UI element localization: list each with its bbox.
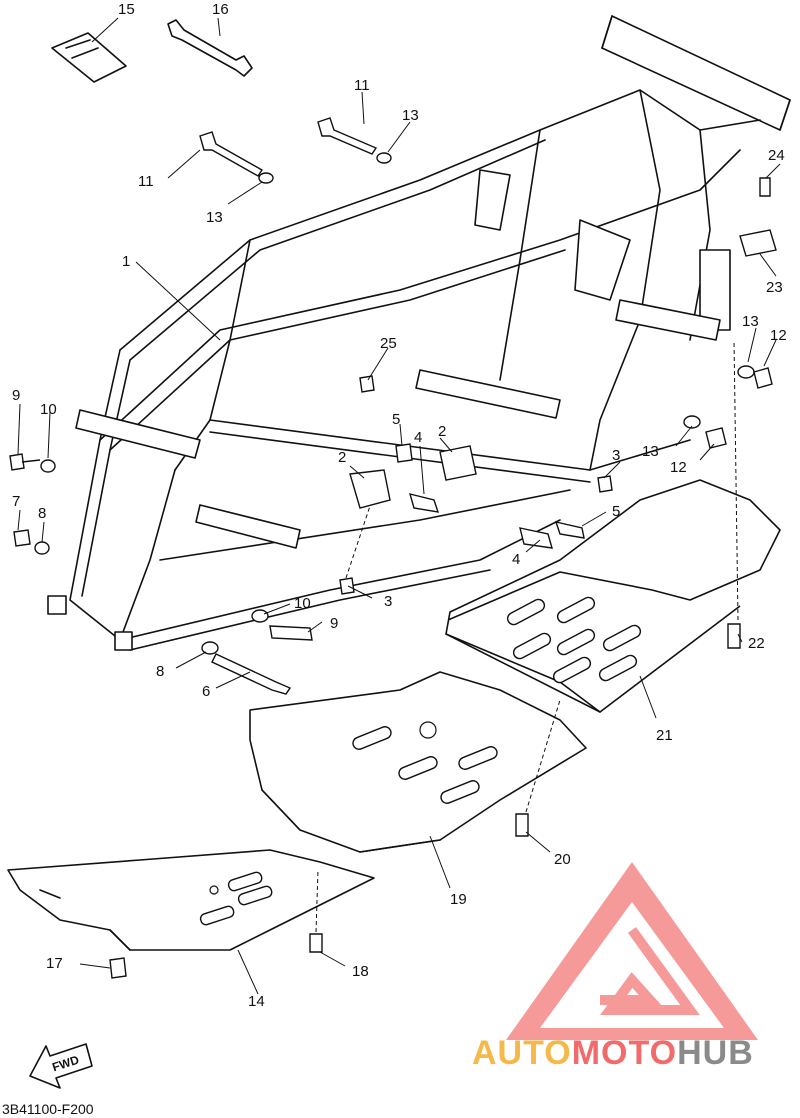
callout-13: 13 (742, 313, 759, 330)
fasteners (9, 117, 777, 979)
callout-12: 12 (670, 459, 687, 476)
callout-4: 4 (512, 551, 520, 568)
callout-23: 23 (766, 279, 783, 296)
part-21-slots (506, 596, 642, 684)
callout-5: 5 (612, 503, 620, 520)
part-16-slots (199, 871, 273, 926)
callout-2: 2 (438, 423, 446, 440)
logo-moto: MOTO (571, 1034, 678, 1072)
callout-21: 21 (656, 727, 673, 744)
callout-10: 10 (40, 401, 57, 418)
callout-20: 20 (554, 851, 571, 868)
callout-10: 10 (294, 595, 311, 612)
callout-11: 11 (138, 173, 154, 190)
callout-11: 11 (354, 77, 370, 94)
part-1-main-frame (47, 15, 791, 651)
logo-hub: HUB (677, 1034, 754, 1072)
callout-1: 1 (122, 253, 130, 270)
callout-8: 8 (38, 505, 46, 522)
part-19-slots (352, 721, 498, 804)
part-15-tool (167, 19, 253, 77)
callout-5: 5 (392, 411, 400, 428)
callout-24: 24 (768, 147, 785, 164)
callout-22: 22 (748, 635, 765, 652)
callout-12: 12 (770, 327, 787, 344)
leader-lines (17, 17, 781, 995)
callout-8: 8 (156, 663, 164, 680)
watermark-logo: AUTOMOTOHUB (472, 1034, 754, 1073)
callout-labels: 15 16 11 13 11 13 1 24 23 13 12 13 12 25… (12, 1, 787, 1010)
part-16-front-skid-plate (7, 849, 375, 951)
callout-3: 3 (384, 593, 392, 610)
callout-18: 18 (352, 963, 369, 980)
callout-13: 13 (402, 107, 419, 124)
fwd-arrow: FWD (29, 1043, 93, 1089)
watermark-triangle (506, 862, 758, 1040)
callout-7: 7 (12, 493, 20, 510)
logo-auto: AUTO (472, 1034, 572, 1072)
callout-9: 9 (330, 615, 338, 632)
callout-4: 4 (414, 429, 422, 446)
callout-25: 25 (380, 335, 397, 352)
callout-14: 15 (118, 1, 135, 18)
callout-6: 6 (202, 683, 210, 700)
callout-13: 13 (206, 209, 223, 226)
callout-15: 16 (212, 1, 229, 18)
callout-16: 14 (248, 993, 265, 1010)
part-14-label (51, 32, 127, 83)
callout-3: 3 (612, 447, 620, 464)
callout-9: 9 (12, 387, 20, 404)
callout-17: 17 (46, 955, 63, 972)
diagram-code: 3B41100-F200 (2, 1101, 94, 1117)
callout-2: 2 (338, 449, 346, 466)
callout-19: 19 (450, 891, 467, 908)
callout-13: 13 (642, 443, 659, 460)
